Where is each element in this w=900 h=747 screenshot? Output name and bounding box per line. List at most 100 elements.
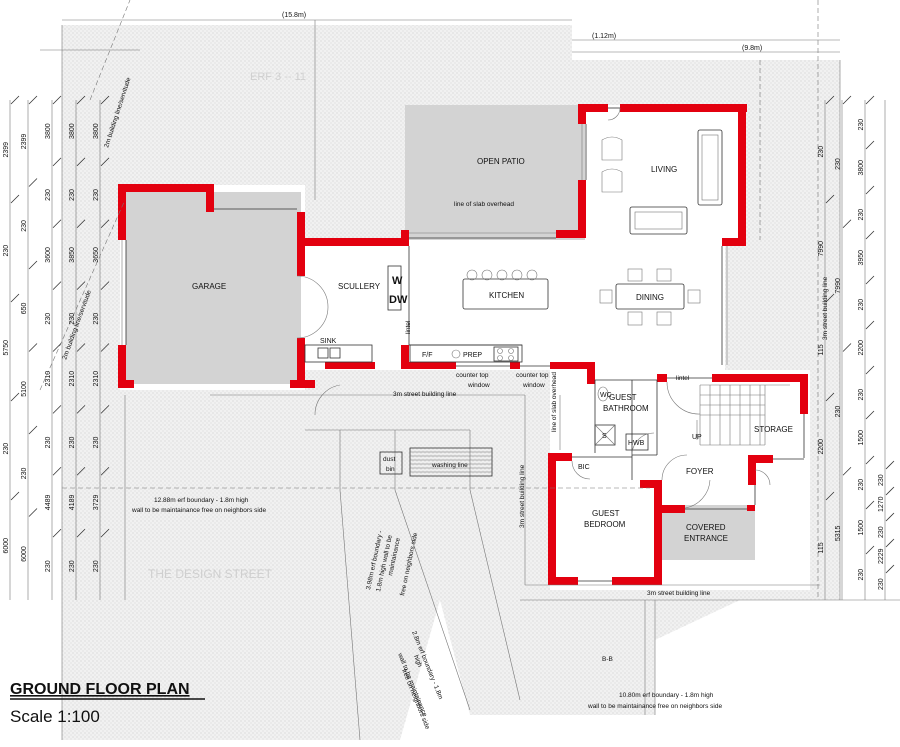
street-line-3: 3m street building line — [647, 590, 711, 597]
boundary-4a: 10.80m erf boundary - 1.8m high — [619, 692, 714, 699]
right-tick-0-0 — [825, 95, 835, 105]
left-dim-2-5: 230 — [45, 437, 52, 449]
left-dim-0-2: 5750 — [3, 340, 10, 356]
room-guest-bedroom-1: GUEST — [592, 509, 620, 518]
left-dim-2-3: 230 — [45, 313, 52, 325]
interior-lines — [121, 107, 805, 582]
right-dim-1-0: 230 — [835, 158, 842, 170]
left-tick-3-0 — [76, 95, 86, 105]
shower-label: S — [602, 433, 607, 440]
left-tick-3-4 — [76, 343, 86, 352]
left-tick-1-1 — [28, 178, 38, 187]
left-tick-2-6 — [52, 466, 62, 476]
left-dim-3-3: 230 — [69, 313, 76, 325]
wc-label: WC — [600, 392, 612, 399]
left-dim-2-4: 2310 — [45, 371, 52, 387]
left-tick-4-6 — [100, 466, 110, 476]
dust-bin-2: bin — [386, 466, 395, 473]
slab-overhead-label: line of slab overhead — [454, 201, 514, 208]
right-dimension-texts: 2307990115220011523079902305315230380023… — [818, 119, 885, 590]
covered-entrance-slab — [660, 505, 755, 560]
left-tick-4-0 — [100, 95, 110, 105]
right-dim-3-2: 230 — [878, 526, 885, 538]
left-dim-4-0: 3800 — [93, 123, 100, 139]
left-tick-3-6 — [76, 466, 86, 476]
right-dim-3-4: 230 — [878, 578, 885, 590]
left-dim-2-6: 4489 — [45, 495, 52, 511]
left-dim-2-0: 3800 — [45, 123, 52, 139]
left-dimension-texts: 2399230575023060002399230650510023060003… — [3, 123, 100, 572]
right-tick-2-10 — [865, 545, 875, 555]
left-dim-3-1: 230 — [69, 189, 76, 201]
right-tick-2-3 — [865, 230, 875, 240]
room-storage: STORAGE — [754, 425, 793, 434]
right-tick-1-1 — [842, 219, 852, 229]
right-tick-2-7 — [865, 410, 875, 420]
room-living: LIVING — [651, 165, 677, 174]
counter-window-1b: window — [467, 382, 490, 389]
right-dim-2-8: 230 — [858, 479, 865, 491]
bic-label: BIC — [578, 464, 590, 471]
left-dim-2-1: 230 — [45, 189, 52, 201]
right-tick-3-0 — [885, 460, 895, 470]
left-tick-0-4 — [10, 491, 20, 501]
slab-overhead-vertical-label: line of slab overhead — [551, 372, 558, 432]
left-tick-1-4 — [28, 425, 38, 435]
left-tick-4-1 — [100, 157, 110, 167]
left-dim-4-5: 230 — [93, 437, 100, 449]
right-tick-1-3 — [842, 466, 852, 476]
right-tick-2-2 — [865, 185, 875, 195]
right-dim-2-3: 3950 — [858, 250, 865, 266]
room-kitchen: KITCHEN — [489, 291, 524, 300]
right-tick-2-8 — [865, 455, 875, 465]
right-tick-2-0 — [865, 95, 875, 105]
counter-window-2a: counter top — [516, 372, 549, 379]
room-dining: DINING — [636, 293, 664, 302]
right-dim-2-10: 230 — [858, 569, 865, 581]
right-dim-2-7: 1500 — [858, 430, 865, 446]
left-tick-0-0 — [10, 95, 20, 105]
boundary-1b: wall to be maintainance free on neighbor… — [131, 507, 266, 514]
room-garage: GARAGE — [192, 282, 226, 291]
left-dim-4-1: 230 — [93, 189, 100, 201]
left-dim-1-5: 6000 — [21, 546, 28, 562]
left-tick-1-3 — [28, 343, 38, 352]
right-tick-2-1 — [865, 140, 875, 150]
left-tick-2-3 — [52, 281, 62, 290]
offset-dim: (1.12m) — [592, 33, 616, 40]
right-dim-2-4: 230 — [858, 299, 865, 311]
left-dimension-lines — [9, 95, 110, 600]
right-tick-0-4 — [825, 491, 835, 501]
right-dim-0-2: 115 — [818, 344, 825, 355]
left-tick-0-3 — [10, 392, 20, 402]
left-tick-0-1 — [10, 194, 20, 204]
right-dim-0-3: 2200 — [818, 439, 825, 455]
washer-label: W — [392, 275, 403, 287]
right-dim-2-1: 3800 — [858, 160, 865, 176]
left-dim-4-6: 3729 — [93, 495, 100, 511]
right-dim-2-0: 230 — [858, 119, 865, 131]
left-tick-2-7 — [52, 528, 62, 538]
left-dim-4-4: 2310 — [93, 371, 100, 387]
left-tick-2-4 — [52, 343, 62, 352]
plan-scale: Scale 1:100 — [10, 707, 100, 726]
section-label: B-B — [602, 656, 613, 663]
right-tick-0-1 — [825, 194, 835, 204]
left-tick-2-0 — [52, 95, 62, 105]
right-dim-3-0: 230 — [878, 474, 885, 486]
street-line-1: 3m street building line — [393, 391, 457, 398]
room-guest-bathroom-1: GUEST — [609, 393, 637, 402]
counter-window-2b: window — [522, 382, 545, 389]
right-tick-0-2 — [825, 293, 835, 303]
left-tick-3-3 — [76, 281, 86, 290]
right-tick-2-6 — [865, 365, 875, 375]
right-dim-1-3: 5315 — [835, 525, 842, 541]
left-tick-3-2 — [76, 219, 86, 229]
left-dim-1-2: 650 — [21, 302, 28, 314]
room-covered-entrance-2: ENTRANCE — [684, 534, 728, 543]
left-dim-0-4: 6000 — [3, 538, 10, 554]
dishwasher-label: DW — [389, 294, 408, 306]
overall-width-dim: (15.8m) — [282, 12, 306, 19]
left-dim-1-0: 2399 — [21, 134, 28, 150]
